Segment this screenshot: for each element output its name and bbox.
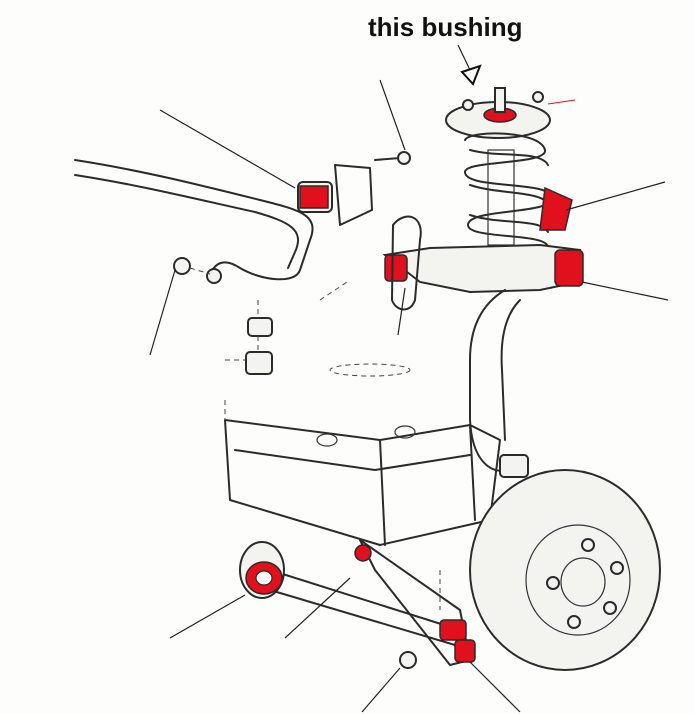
knuckle [469, 289, 529, 478]
strut-assembly [445, 87, 666, 249]
hollow-triangle-arrow-icon [457, 44, 482, 86]
leader-lines-bottom [169, 577, 521, 713]
leader-line-stabilizer-bushing [159, 109, 296, 189]
upper-control-arm [382, 215, 669, 336]
stabilizer-bushing [297, 79, 411, 226]
lower-bolt [399, 651, 417, 669]
stabilizer-link [149, 257, 273, 375]
stabilizer-bar [74, 109, 314, 281]
subframe [224, 279, 501, 546]
lower-arms [269, 539, 476, 666]
annotation-caption: this bushing [368, 12, 523, 42]
lower-arm-bushing [239, 541, 285, 599]
brake-disc [469, 469, 661, 671]
